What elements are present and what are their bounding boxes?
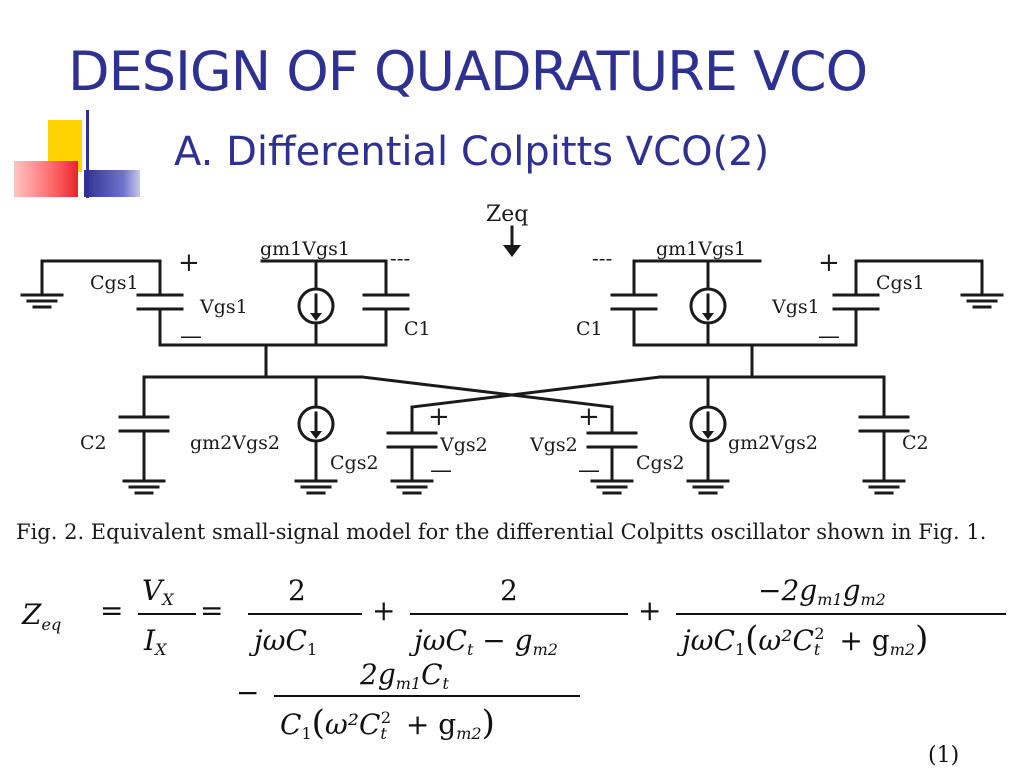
- eq-t2-den: jωCt − gm2: [408, 624, 558, 656]
- dashes-right: ---: [592, 246, 612, 270]
- cgs1-left-label: Cgs1: [90, 272, 139, 294]
- minus-cgs2-right: —: [578, 458, 600, 483]
- vgs2-left-label: Vgs2: [439, 434, 488, 456]
- right-ground-wire: [854, 259, 984, 297]
- eq-equals-1: =: [100, 594, 123, 627]
- current-source-gm2-right: [689, 405, 727, 443]
- equation-line-2: − 2gm1Ct C1(ω²Ct2 + gm2): [236, 658, 580, 742]
- eq-t3-den: jωC1(ω²Ct2 + gm2): [676, 619, 928, 656]
- c1-right-label: C1: [576, 318, 603, 340]
- c2-left-label: C2: [80, 432, 107, 454]
- eq-t2-num: 2: [500, 574, 518, 607]
- gm1vgs1-right-label: gm1Vgs1: [656, 238, 746, 260]
- minus-left-top: —: [180, 324, 202, 349]
- figure-caption: Fig. 2. Equivalent small-signal model fo…: [16, 520, 987, 544]
- plus-left-top: +: [178, 248, 200, 278]
- gm1vgs1-left-label: gm1Vgs1: [260, 238, 350, 260]
- eq-t1-den: jωC1: [248, 624, 317, 656]
- eq-minus: −: [236, 676, 259, 709]
- eq-lhs: Zeq: [21, 598, 61, 634]
- c1-left-label: C1: [404, 318, 431, 340]
- current-source-gm1-left: [297, 287, 335, 325]
- minus-cgs2-left: —: [430, 458, 452, 483]
- minus-right-top: —: [818, 324, 840, 349]
- plus-cgs2-right: +: [578, 402, 600, 432]
- plus-right-top: +: [818, 248, 840, 278]
- eq-equals-2: =: [200, 594, 223, 627]
- left-ground-wire: [40, 259, 162, 297]
- eq-number-label: (1): [928, 743, 959, 768]
- eq-plus-1: +: [372, 594, 395, 627]
- eq-ix: IX: [143, 624, 167, 656]
- eq-t4-num: 2gm1Ct: [359, 658, 450, 693]
- plus-cgs2-left: +: [428, 402, 450, 432]
- current-source-gm1-right: [689, 287, 727, 325]
- eq-plus-2: +: [638, 594, 661, 627]
- equation-line-1: Zeq = VX IX = 2 jωC1 + 2 jωCt − gm2 + −2…: [21, 574, 1006, 656]
- current-source-gm2-left: [297, 405, 335, 443]
- c2-right-label: C2: [902, 432, 929, 454]
- eq-t1-num: 2: [288, 574, 306, 607]
- slide-title: DESIGN OF QUADRATURE VCO: [68, 40, 868, 103]
- gm2vgs2-left-label: gm2Vgs2: [190, 432, 280, 454]
- zeq-label: Zeq: [486, 202, 528, 227]
- cgs2-right-label: Cgs2: [636, 452, 685, 474]
- circuit-diagram: Zeq gm1Vgs1 gm1Vgs1 --- --- Cgs1 Cgs1 Vg…: [20, 202, 1004, 495]
- zeq-arrow-head: [503, 245, 521, 257]
- vgs1-right-label: Vgs1: [771, 296, 820, 318]
- deco-red-block: [14, 161, 78, 197]
- cross-wire-1: [360, 375, 614, 409]
- deco-blue-block: [84, 170, 140, 197]
- vgs1-left-label: Vgs1: [199, 296, 248, 318]
- vgs2-right-label: Vgs2: [529, 434, 578, 456]
- eq-t4-den: C1(ω²Ct2 + gm2): [280, 703, 495, 742]
- gm2vgs2-right-label: gm2Vgs2: [728, 432, 818, 454]
- slide-subtitle: A. Differential Colpitts VCO(2): [174, 129, 770, 175]
- dashes-left: ---: [390, 246, 410, 270]
- cgs2-left-label: Cgs2: [330, 452, 379, 474]
- eq-vx: VX: [142, 574, 174, 609]
- cross-wire-2: [410, 375, 662, 409]
- deco-vertical-line: [86, 110, 89, 198]
- equation-number: (1): [928, 743, 959, 768]
- cgs1-right-label: Cgs1: [876, 272, 925, 294]
- eq-t3-num: −2gm1gm2: [758, 574, 886, 609]
